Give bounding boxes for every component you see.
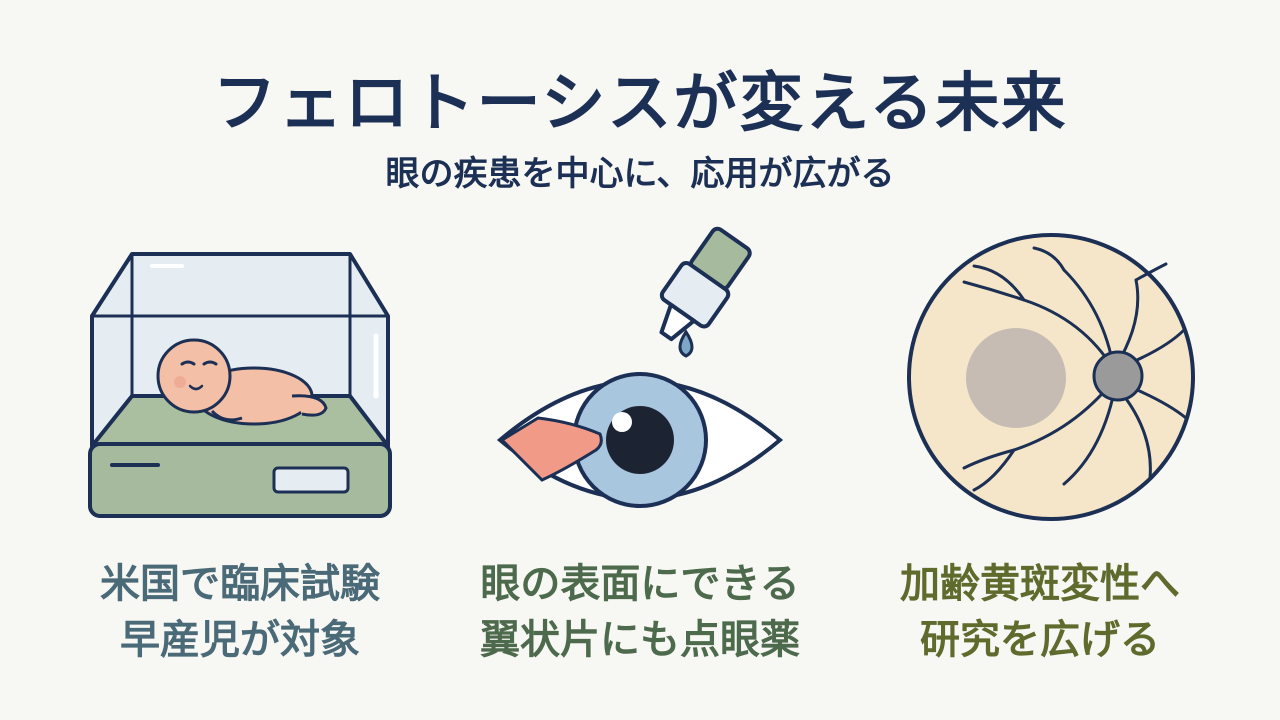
caption-macular-degeneration: 加齢黄斑変性へ 研究を広げる [830,556,1250,668]
caption-line-1: 米国で臨床試験 [100,561,380,607]
eye-dropper-icon [496,226,784,508]
caption-line-2: 翼状片にも点眼薬 [480,617,800,663]
retina-icon [907,233,1195,521]
baby-incubator-icon [88,252,392,518]
caption-clinical-trial: 米国で臨床試験 早産児が対象 [30,556,450,668]
page-subtitle: 眼の疾患を中心に、応用が広がる [385,154,895,194]
caption-line-1: 眼の表面にできる [480,561,800,607]
caption-pterygium: 眼の表面にできる 翼状片にも点眼薬 [430,556,850,668]
page-title: フェロトーシスが変える未来 [212,67,1068,141]
caption-line-1: 加齢黄斑変性へ [900,561,1180,607]
caption-line-2: 早産児が対象 [120,617,360,663]
caption-line-2: 研究を広げる [920,617,1160,663]
